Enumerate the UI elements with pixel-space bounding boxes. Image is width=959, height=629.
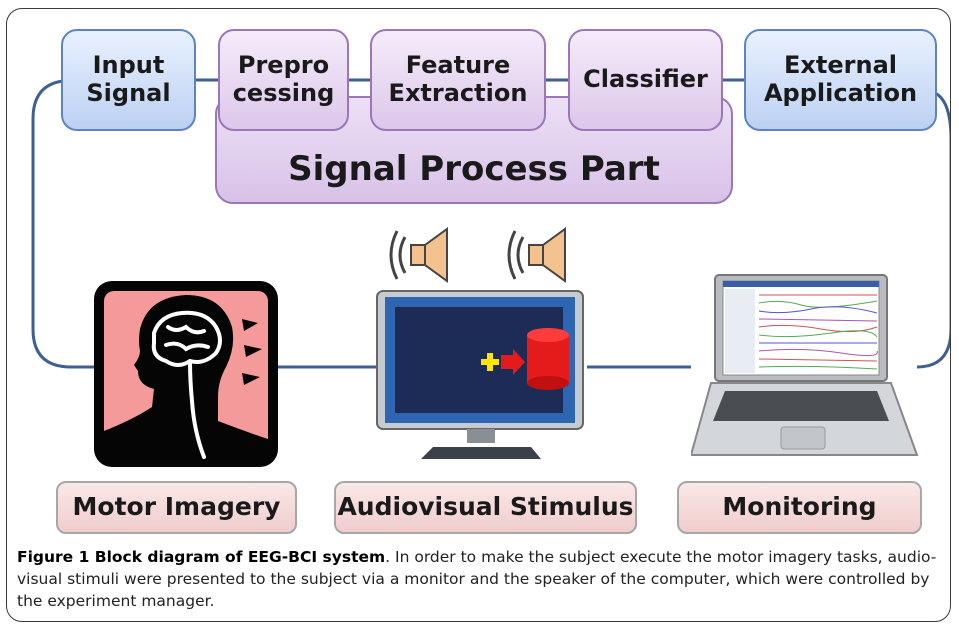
figure-caption: Figure 1 Block diagram of EEG-BCI system… bbox=[17, 546, 937, 612]
motor-imagery-head-icon bbox=[94, 281, 278, 467]
preprocessing-line2: cessing bbox=[232, 79, 335, 107]
input-signal-line1: Input bbox=[92, 51, 165, 80]
external-application-line1: External bbox=[784, 51, 897, 80]
connector-loop-right bbox=[916, 91, 950, 369]
speaker-left-icon bbox=[389, 227, 448, 283]
monitoring-box: Monitoring bbox=[677, 481, 922, 534]
connector-lines bbox=[31, 78, 950, 369]
motor-imagery-box: Motor Imagery bbox=[56, 481, 297, 534]
input-signal-line2: Signal bbox=[86, 79, 171, 107]
stimulus-monitor-icon bbox=[376, 290, 584, 459]
preprocessing-line1: Prepro bbox=[237, 51, 330, 80]
classifier-box: Classifier bbox=[568, 29, 723, 131]
caption-body: . In order to make the subject execute t… bbox=[17, 548, 937, 610]
feature-extraction-line1: Feature bbox=[405, 51, 511, 80]
signal-process-part-label: Signal Process Part bbox=[288, 149, 660, 189]
monitoring-label: Monitoring bbox=[722, 492, 877, 522]
external-application-line2: Application bbox=[763, 79, 918, 107]
monitoring-laptop-icon bbox=[691, 274, 919, 456]
connector-loop-left bbox=[31, 79, 97, 369]
audiovisual-stimulus-label: Audiovisual Stimulus bbox=[337, 492, 634, 522]
audiovisual-stimulus-box: Audiovisual Stimulus bbox=[334, 481, 637, 534]
caption-title: Figure 1 Block diagram of EEG-BCI system bbox=[17, 548, 386, 566]
motor-imagery-label: Motor Imagery bbox=[72, 492, 281, 522]
speaker-right-icon bbox=[507, 227, 566, 283]
feature-extraction-line2: Extraction bbox=[388, 79, 528, 107]
classifier-label: Classifier bbox=[583, 65, 708, 94]
